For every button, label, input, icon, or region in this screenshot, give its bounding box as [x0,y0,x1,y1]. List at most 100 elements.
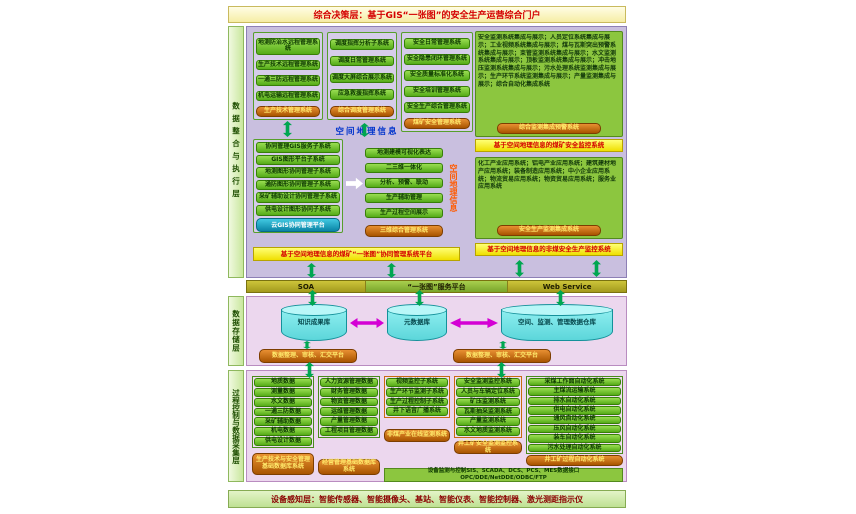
system-item: 供电设计数据 [254,437,312,447]
system-item: 采矿辅助设计协同管理子系统 [256,192,340,203]
storage-layer-panel: 知识成果库 元数据库 空间、监测、管理数据仓库 数据整理、审核、汇交平台 数据整… [246,296,627,366]
safety-systems-box: 安全日常管理系统安全隐患闭环管理系统安全质量标准化系统安全培训管理系统安全生产综… [401,32,473,132]
left-right-arrow-icon [450,318,498,328]
up-down-arrow-icon [415,290,424,306]
system-item: 生产过程空间展示 [365,207,443,219]
system-item: GIS图形平台子系统 [256,154,340,166]
non-coal-online-monitor-button: 非煤产业在线监测系统 [384,429,450,442]
system-item: 水文数据 [254,397,312,407]
mine-safety-monitor-button: 井工矿安全监测监控系统 [454,440,522,454]
cloud-gis-platform-button: 云GIS协同管理平台 [256,217,340,232]
business-data-column: 人力资源管理数据财务管理数据物资管理数据运维管理数据产量管理数据工程项目管理数据 [318,376,380,438]
up-down-arrow-icon [283,121,292,137]
warehouse-db-cylinder: 空间、监测、管理数据仓库 [501,304,613,341]
system-item: 生产技术远程管理系统 [256,59,320,71]
system-item: 财务管理数据 [320,387,378,397]
up-down-arrow-icon [556,290,565,306]
3d-management-button: 三维综合管理系统 [365,225,443,237]
system-item: 一通三防远程管理系统 [256,75,320,86]
system-item: 地测防治水远程管理系统 [256,37,320,56]
system-item: 安全培训管理系统 [404,86,470,97]
system-item: 装车自动化系统 [528,434,621,443]
system-item: 井下语音广播系统 [386,407,448,416]
data-audit-platform-button-right: 数据整理、审核、汇交平台 [453,349,551,363]
coal-monitor-integration-box: 安全监测系统集成与展示；人员定位系统集成与展示；工业视频系统集成与展示；煤与瓦斯… [475,31,623,137]
cylinder-top [501,304,613,316]
up-down-arrow-icon [303,341,311,349]
one-map-service-platform-label: “一张图”服务平台 [365,281,509,292]
web-service-label: Web Service [508,281,626,292]
up-down-arrow-icon [308,290,317,306]
industry-apps-box: 化工产业应用系统；铝电产业应用系统；建筑建材地产应用系统；装备制造应用系统；中小… [475,157,623,239]
interface-line2: OPC/DDE/NetDDE/ODBC/FTP [460,475,547,481]
metadata-db-label: 元数据库 [404,318,430,326]
system-item: 协同管理GIS服务子系统 [256,142,340,153]
system-item: 采矿辅助数据 [254,417,312,427]
up-down-arrow-icon [592,260,601,277]
system-item: 排水自动化系统 [528,397,621,406]
system-item: 通防图形协同管理子系统 [256,179,340,191]
system-item: 工程项目管理数据 [320,427,378,436]
cylinder-top [281,304,347,316]
system-item: 污水处理自动化系统 [528,444,621,452]
system-item: 视频监控子系统 [386,378,448,387]
perception-layer-banner: 设备感知层：智能传感器、智能摄像头、基站、智能仪表、智能控制器、激光测距指示仪 [228,490,626,508]
device-interface-box: 设备监测与控制SIS、SCADA、DCS、PCS、MES数据接口 OPC/DDE… [384,468,623,482]
up-down-arrow-icon [387,263,396,278]
system-item: 调度日常管理系统 [330,55,394,67]
system-item: 生产辅助管理 [365,192,443,204]
system-item: 生产过程控制子系统 [386,397,448,407]
system-item: 机电数据 [254,427,312,437]
up-down-arrow-icon [305,362,314,378]
system-item: 一通三防数据 [254,407,312,417]
coal-monitor-text: 安全监测系统集成与展示；人员定位系统集成与展示；工业视频系统集成与展示；煤与瓦斯… [478,34,617,88]
system-item: 安全质量标准化系统 [404,70,470,81]
system-item: 调度指挥分析子系统 [330,39,394,50]
knowledge-db-label: 知识成果库 [297,318,331,326]
system-item: 产量管理数据 [320,417,378,427]
non-coal-monitor-banner: 基于空间地理信息的非煤安全生产监控系统 [475,243,623,256]
up-down-arrow-icon [360,123,369,137]
system-item: 水文地质监测系统 [456,427,520,436]
spatial-geo-side-label: 空间地理信息 [449,164,458,212]
system-item: 生产环节监测子系统 [386,387,448,397]
dispatch-mgmt-button: 综合调度管理系统 [330,106,394,117]
system-item: 安全隐患闭环管理系统 [404,54,470,65]
production-tech-mgmt-button: 生产技术管理系统 [256,106,320,117]
system-item: 人员与车辆定位系统 [456,387,520,397]
knowledge-db-cylinder: 知识成果库 [281,304,347,341]
automation-column: 采煤工作面自动化系统主煤流运输系统排水自动化系统供电自动化系统通风自动化系统压风… [526,376,623,454]
production-tech-systems-list: 地测防治水远程管理系统生产技术远程管理系统一通三防远程管理系统机电运输远程管理系… [256,35,320,104]
mine-process-automation-button: 井工矿过程自动化系统 [526,455,623,466]
layer-label-process: 过程控制与数据采集层 [228,370,244,482]
industry-apps-text: 化工产业应用系统；铝电产业应用系统；建筑建材地产应用系统；装备制造应用系统；中小… [478,160,617,191]
system-item: 应急救援指挥系统 [330,89,394,100]
system-item: 主煤流运输系统 [528,387,621,396]
video-monitor-column: 视频监控子系统生产环节监测子系统生产过程控制子系统井下语音广播系统 [384,376,450,418]
right-arrow-icon [346,177,363,190]
system-item: 地测图形协同管理子系统 [256,167,340,178]
system-item: 人力资源管理数据 [320,378,378,387]
metadata-db-cylinder: 元数据库 [387,304,447,341]
system-item: 供电设计图形协同子系统 [256,204,340,216]
system-item: 分析、预警、联动 [365,177,443,189]
system-item: 二三维一体化 [365,162,443,174]
layer-label-integration: 数据整合与执行层 [228,26,244,278]
safety-monitor-integration-button: 安全生产监测集成系统 [497,225,601,236]
system-item: 采煤工作面自动化系统 [528,378,621,387]
layer-label-storage: 数据存储层 [228,296,244,366]
soa-service-bar: SOA “一张图”服务平台 Web Service [246,280,627,293]
tech-safety-db-button: 生产技术与安全管理基础数据库系统 [252,453,314,475]
dispatch-systems-list: 调度指挥分析子系统调度日常管理系统调度大屏综合展示系统应急救援指挥系统 [330,35,394,104]
one-map-platform-banner: 基于空间地理信息的煤矿“一张图”协同管理系统平台 [253,247,460,261]
safety-systems-list: 安全日常管理系统安全隐患闭环管理系统安全质量标准化系统安全培训管理系统安全生产综… [404,35,470,116]
system-item: 测量数据 [254,387,312,397]
warehouse-db-label: 空间、监测、管理数据仓库 [518,318,596,326]
system-item: 供电自动化系统 [528,406,621,415]
soa-label: SOA [247,281,366,292]
up-down-arrow-icon [515,260,524,277]
business-db-button: 经营管理基础数据库系统 [318,459,380,475]
gis-3d-functions-list: 地测建模可视化表达二三维一体化分析、预警、联动生产辅助管理生产过程空间展示 [365,145,443,221]
up-down-arrow-icon [499,341,507,349]
